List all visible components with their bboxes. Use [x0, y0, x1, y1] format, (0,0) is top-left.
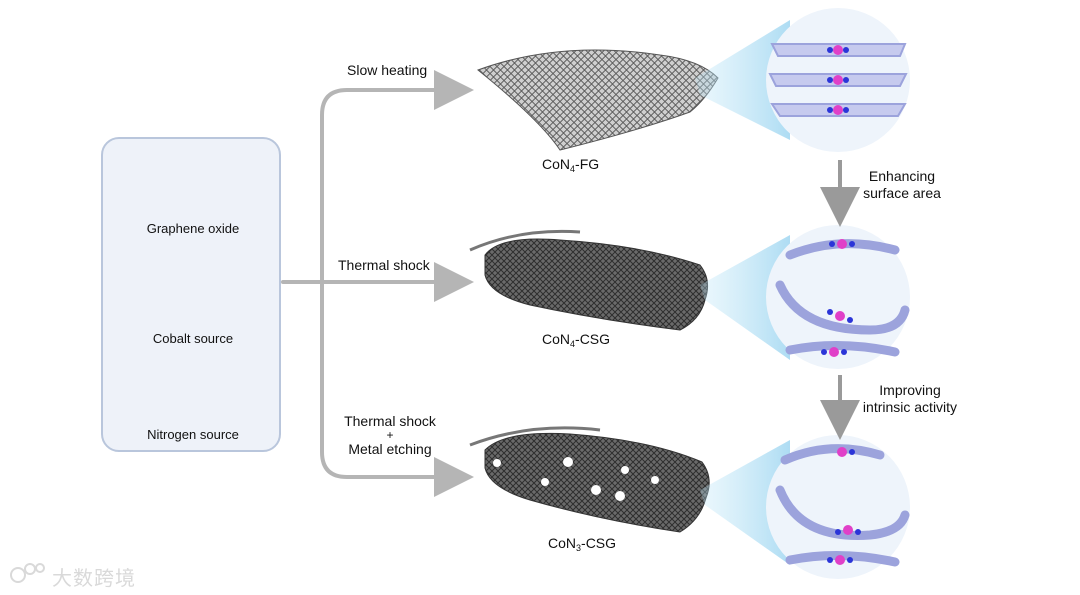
route-thermal-shock: Thermal shock: [338, 257, 430, 273]
watermark-logo-icon: [11, 564, 44, 582]
route-slow-heating: Slow heating: [347, 62, 427, 78]
cobalt-source-label: Cobalt source: [103, 331, 283, 346]
step-improving-intrinsic-activity: Improving intrinsic activity: [855, 382, 965, 416]
step2-line1: Improving: [855, 382, 965, 399]
graphene-oxide-label: Graphene oxide: [103, 221, 283, 236]
source-panel: Graphene oxide Cobalt source Nitrogen so…: [101, 137, 281, 452]
zoom-circle-bottom: [766, 435, 910, 579]
caption-con4-fg: CoN4-FG: [542, 156, 599, 174]
route-etch-plus: +: [340, 429, 440, 441]
caption-con4-csg: CoN4-CSG: [542, 331, 610, 349]
route-thermal-shock-etching: Thermal shock + Metal etching: [340, 413, 440, 457]
step-enhancing-surface-area: Enhancing surface area: [852, 168, 952, 202]
fg-sheet: [478, 50, 718, 150]
step1-line2: surface area: [852, 185, 952, 202]
watermark-text: 大数跨境: [52, 562, 136, 591]
step2-line2: intrinsic activity: [855, 399, 965, 416]
zoom-circle-middle: [766, 225, 910, 369]
route-etch-line1: Thermal shock: [340, 413, 440, 429]
zoom-circle-top: [766, 8, 910, 152]
nitrogen-source-label: Nitrogen source: [103, 427, 283, 442]
csg3-tube: [470, 428, 709, 532]
csg4-tube: [470, 231, 708, 330]
step1-line1: Enhancing: [852, 168, 952, 185]
caption-con3-csg: CoN3-CSG: [548, 535, 616, 553]
route-etch-line2: Metal etching: [340, 441, 440, 457]
arrow-top: [322, 90, 458, 282]
